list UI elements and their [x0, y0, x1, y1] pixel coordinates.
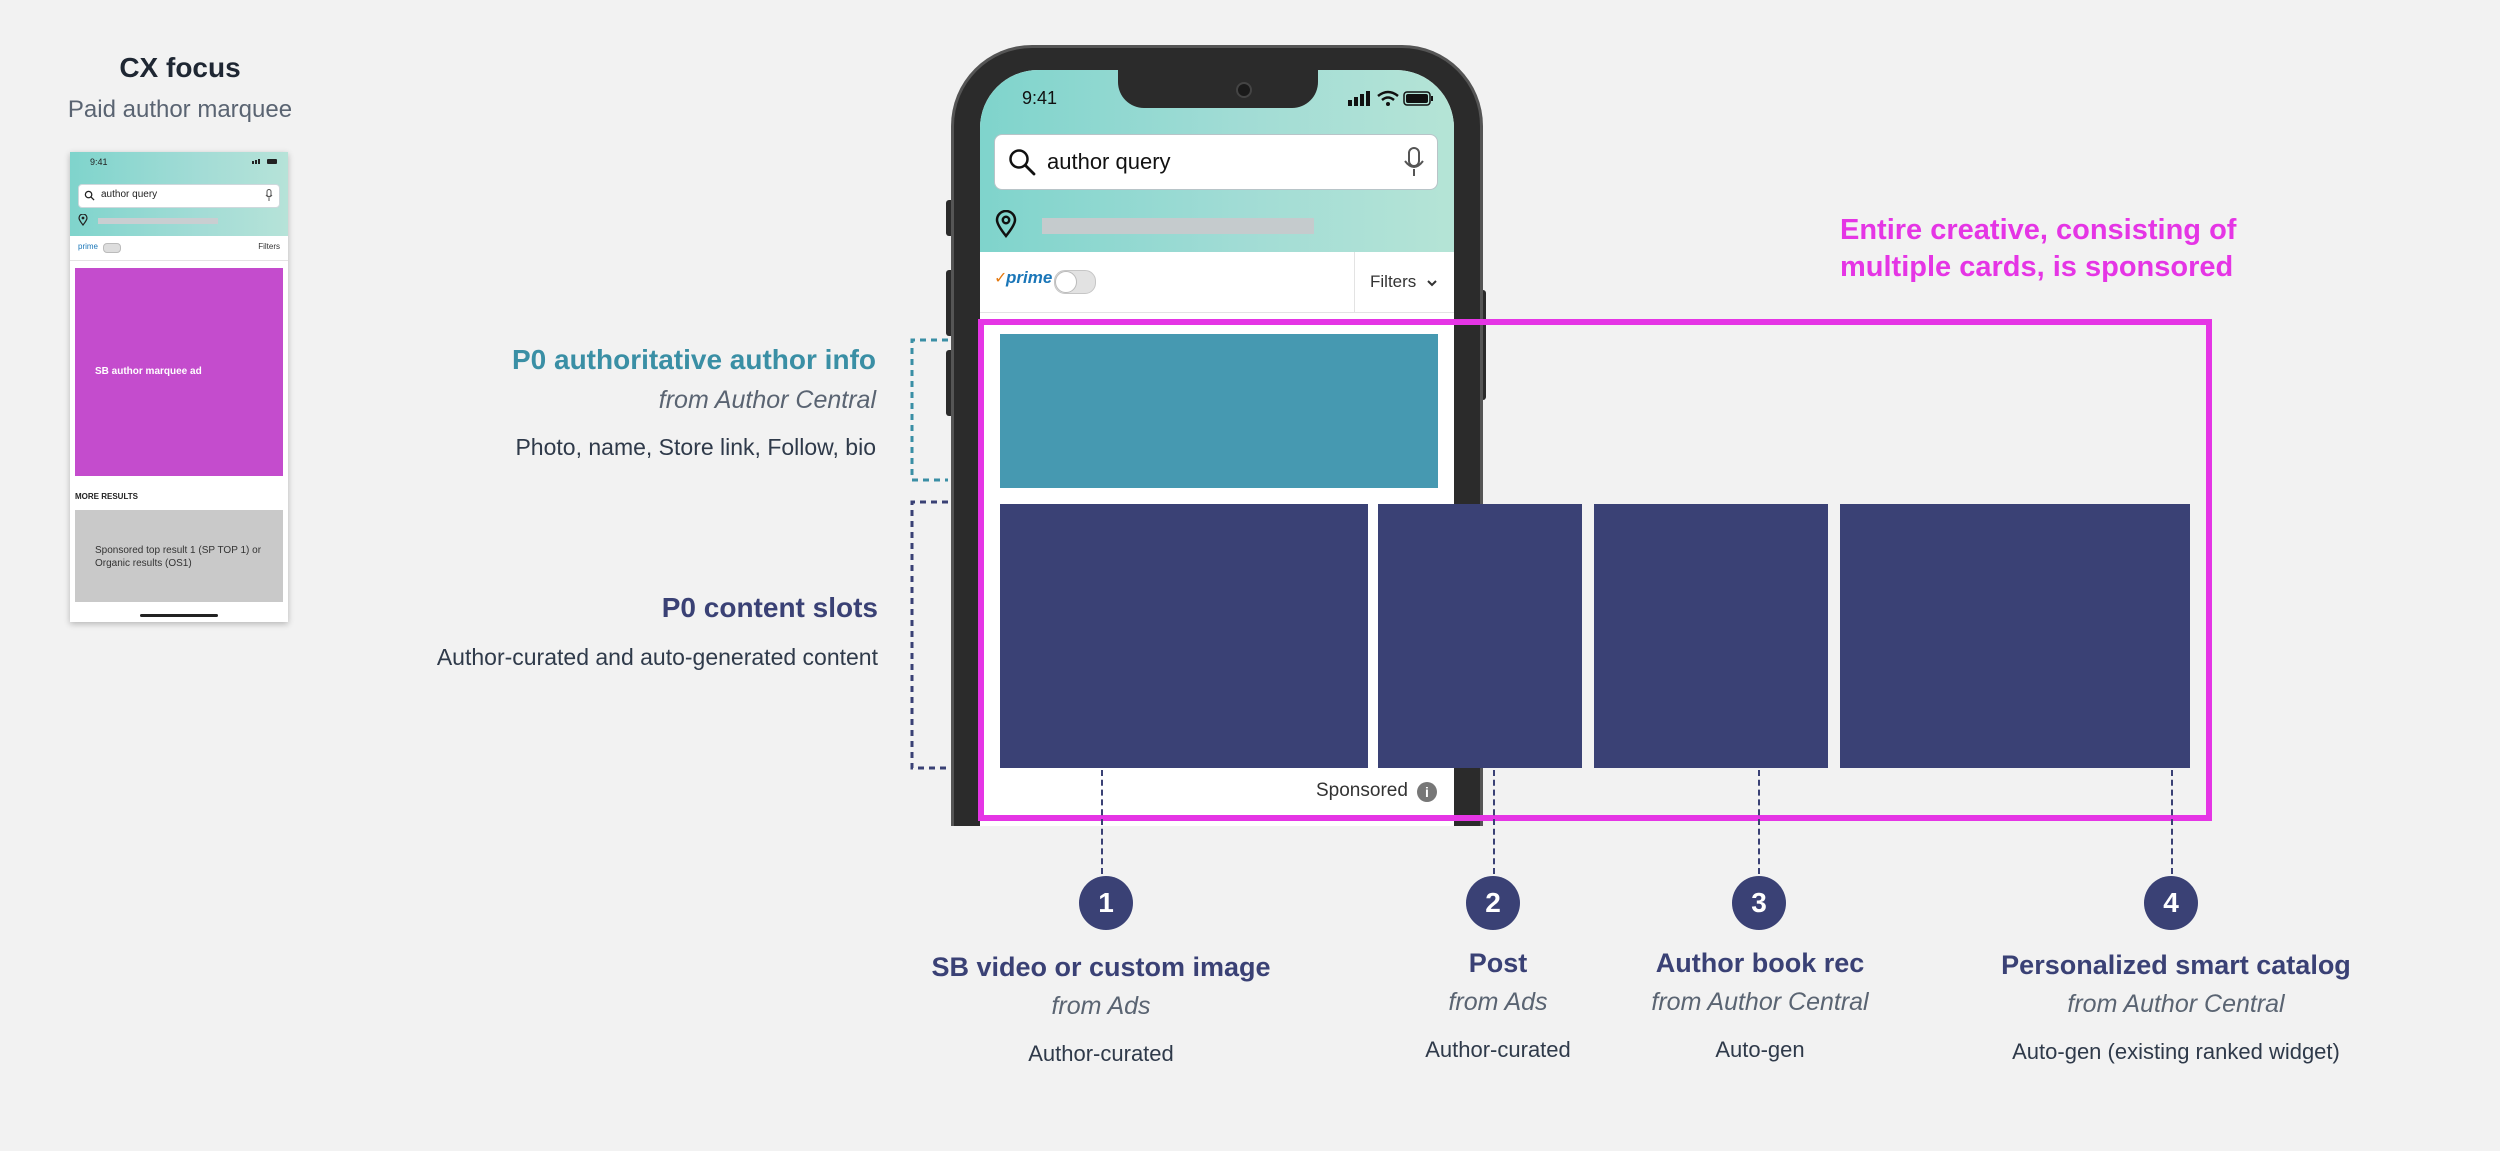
thumbnail-search-bar: author query: [78, 184, 280, 208]
content-slot-1-card[interactable]: [1000, 504, 1368, 768]
content-slots-bracket: [910, 500, 948, 770]
search-icon: [84, 190, 95, 201]
slot-3-title: Author book rec: [1655, 948, 1865, 978]
phone-side-button: [946, 200, 956, 236]
sponsored-creative-frame: [978, 319, 2212, 821]
slot-2-number: 2: [1466, 876, 1520, 930]
phone-side-button: [1476, 290, 1486, 400]
slot-1-connector: [1101, 770, 1103, 874]
toggle-knob: [1055, 271, 1077, 293]
prime-check-icon: ✓: [994, 270, 1008, 287]
phone-side-button: [946, 270, 956, 336]
slot-1-title: SB video or custom image: [931, 952, 1271, 982]
slot-2-description: Author-curated: [1425, 1037, 1571, 1062]
filter-row: ✓ prime Filters: [980, 252, 1454, 313]
slot-4-title: Personalized smart catalog: [2001, 950, 2351, 980]
slot-2-title: Post: [1468, 948, 1528, 978]
home-indicator: [140, 614, 218, 617]
prime-toggle[interactable]: [1054, 270, 1096, 294]
location-icon[interactable]: [994, 210, 1018, 238]
content-slots-description: Author-curated and auto-generated conten…: [436, 644, 878, 670]
location-placeholder: [98, 218, 218, 224]
slot-3-connector: [1758, 770, 1760, 874]
author-info-description: Photo, name, Store link, Follow, bio: [515, 434, 876, 460]
filters-label: Filters: [1370, 272, 1417, 291]
info-icon[interactable]: i: [1417, 782, 1437, 802]
author-info-title: P0 authoritative author info: [511, 344, 876, 375]
annotation-brackets: [910, 338, 948, 770]
slot-4-connector: [2171, 770, 2173, 874]
camera-icon: [1236, 82, 1252, 98]
thumbnail-time: 9:41: [90, 157, 108, 167]
slot-4-description: Auto-gen (existing ranked widget): [2012, 1039, 2340, 1064]
cx-focus-title: CX focus: [119, 52, 241, 83]
content-slot-4-card[interactable]: [1840, 504, 2190, 768]
sponsored-note: Entire creative, consisting of multiple …: [1840, 214, 2237, 283]
thumbnail-phone: 9:41 author query prime Filters SB autho…: [70, 152, 288, 622]
author-info-card[interactable]: [1000, 334, 1438, 488]
slot-2-source: from Ads: [1448, 988, 1548, 1016]
slot-1-source: from Ads: [1051, 992, 1151, 1020]
status-icons: [1348, 90, 1433, 106]
author-info-source: from Author Central: [658, 386, 876, 414]
cx-focus-subtitle: Paid author marquee: [67, 96, 293, 123]
status-icons: [252, 159, 277, 164]
thumbnail-filter-row: prime Filters: [70, 236, 288, 261]
mic-icon: [265, 189, 273, 201]
content-slot-2-card[interactable]: [1380, 504, 1582, 768]
thumbnail-search-text: author query: [101, 189, 158, 200]
slot-2-connector: [1493, 770, 1495, 874]
slot-3-source: from Author Central: [1651, 988, 1869, 1016]
thumbnail-result-card: Sponsored top result 1 (SP TOP 1) or Org…: [75, 510, 283, 602]
author-info-bracket: [910, 338, 948, 482]
thumbnail-header: 9:41 author query: [70, 152, 288, 236]
location-placeholder: [1042, 218, 1314, 234]
phone-header: 9:41 author query: [980, 70, 1454, 252]
thumbnail-result-label: Sponsored top result 1 (SP TOP 1) or Org…: [95, 545, 262, 569]
search-query-text: author query: [1047, 149, 1171, 174]
search-input[interactable]: author query: [994, 134, 1438, 190]
search-icon: [1009, 149, 1036, 176]
slot-1-number: 1: [1079, 876, 1133, 930]
phone-notch: [1118, 70, 1318, 108]
thumbnail-filters-label: Filters: [258, 242, 280, 251]
thumbnail-prime-label: prime: [78, 242, 99, 251]
thumbnail-prime-toggle: [103, 243, 121, 253]
sponsored-label: Sponsored: [1316, 780, 1408, 801]
slot-3-number: 3: [1732, 876, 1786, 930]
location-icon: [78, 214, 88, 226]
phone-side-button: [946, 350, 956, 416]
chevron-down-icon: [1427, 279, 1437, 286]
slot-1-description: Author-curated: [1028, 1041, 1174, 1066]
slot-4-source: from Author Central: [2067, 990, 2285, 1018]
thumbnail-author-marquee-ad: SB author marquee ad: [75, 268, 283, 476]
background-cover: [940, 826, 1500, 1151]
slot-3-description: Auto-gen: [1715, 1037, 1805, 1062]
mic-icon[interactable]: [1403, 147, 1425, 177]
content-slot-3-card[interactable]: [1594, 504, 1828, 768]
thumbnail-more-results-label: MORE RESULTS: [75, 492, 138, 501]
filters-button[interactable]: Filters: [1370, 272, 1437, 292]
thumbnail-ad-label: SB author marquee ad: [95, 366, 202, 377]
filter-divider: [1354, 252, 1355, 312]
status-time: 9:41: [1022, 88, 1058, 108]
prime-label: prime: [1006, 268, 1053, 287]
slot-4-number: 4: [2144, 876, 2198, 930]
content-slots-title: P0 content slots: [661, 592, 878, 623]
